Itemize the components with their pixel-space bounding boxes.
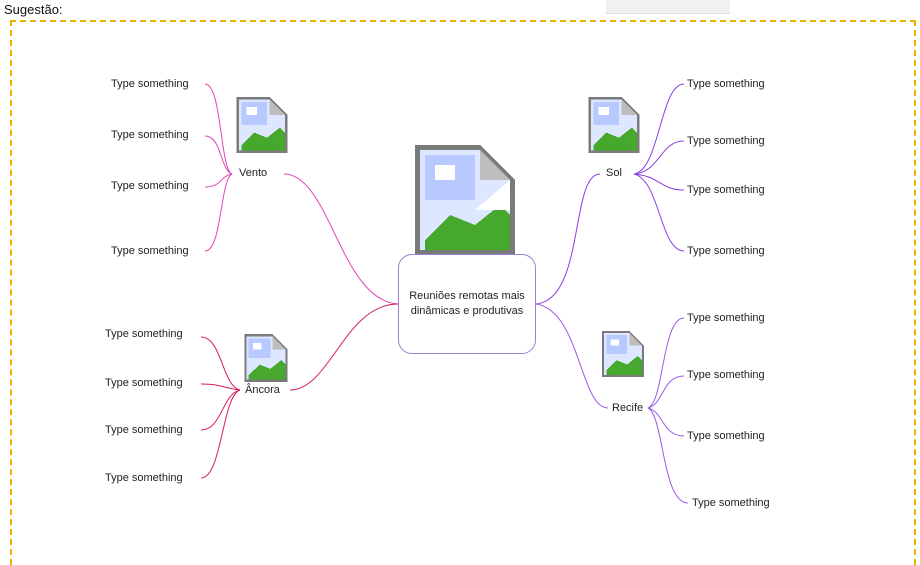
link-recife-leaf-3	[647, 407, 685, 437]
leaf-ancora-1[interactable]: Type something	[105, 328, 183, 340]
vento-image	[234, 94, 290, 156]
link-central-sol	[535, 173, 601, 305]
broken-image-icon	[602, 331, 644, 377]
section-title: Sugestão:	[4, 2, 63, 17]
link-sol-leaf-1	[633, 83, 685, 175]
branch-label-ancora[interactable]: Âncora	[245, 384, 280, 396]
link-ancora-leaf-3	[200, 389, 241, 431]
sol-image	[586, 94, 642, 156]
central-topic-node[interactable]: Reuniões remotas mais dinâmicas e produt…	[398, 254, 536, 354]
central-image	[410, 140, 520, 260]
leaf-vento-2[interactable]: Type something	[111, 129, 189, 141]
leaf-recife-2[interactable]: Type something	[687, 369, 765, 381]
link-ancora-leaf-4	[200, 389, 241, 479]
branch-label-recife[interactable]: Recife	[612, 402, 644, 414]
link-recife-leaf-2	[647, 375, 685, 409]
top-toolbar-strip	[606, 0, 730, 14]
broken-image-icon	[244, 334, 288, 382]
suggestion-frame	[10, 20, 916, 565]
branch-label-sol[interactable]: Sol	[606, 167, 622, 179]
link-vento-leaf-2	[204, 135, 233, 175]
leaf-sol-1[interactable]: Type something	[687, 78, 765, 90]
leaf-sol-2[interactable]: Type something	[687, 135, 765, 147]
leaf-vento-1[interactable]: Type something	[111, 78, 189, 90]
link-central-recife	[535, 303, 609, 409]
leaf-recife-3[interactable]: Type something	[687, 430, 765, 442]
link-sol-leaf-2	[633, 140, 685, 175]
link-central-vento	[283, 173, 399, 305]
leaf-ancora-3[interactable]: Type something	[105, 424, 183, 436]
central-topic-text: Reuniões remotas mais dinâmicas e produt…	[409, 290, 525, 317]
ancora-image	[242, 332, 290, 384]
leaf-recife-1[interactable]: Type something	[687, 312, 765, 324]
leaf-ancora-2[interactable]: Type something	[105, 377, 183, 389]
link-sol-leaf-4	[633, 173, 685, 252]
leaf-sol-3[interactable]: Type something	[687, 184, 765, 196]
broken-image-icon	[415, 145, 515, 255]
link-vento-leaf-4	[204, 173, 233, 252]
leaf-vento-3[interactable]: Type something	[111, 180, 189, 192]
branch-label-vento[interactable]: Vento	[239, 167, 268, 179]
link-sol-leaf-3	[633, 173, 685, 191]
broken-image-icon	[236, 97, 288, 153]
link-ancora-leaf-2	[200, 383, 241, 391]
link-vento-leaf-1	[204, 83, 233, 175]
link-central-ancora	[289, 303, 399, 391]
link-vento-leaf-3	[204, 173, 233, 188]
leaf-recife-4[interactable]: Type something	[692, 497, 770, 509]
recife-image	[600, 328, 646, 380]
broken-image-icon	[588, 97, 640, 153]
link-recife-leaf-4	[647, 407, 689, 504]
leaf-ancora-4[interactable]: Type something	[105, 472, 183, 484]
link-ancora-leaf-1	[200, 336, 241, 391]
leaf-sol-4[interactable]: Type something	[687, 245, 765, 257]
link-recife-leaf-1	[647, 317, 685, 409]
leaf-vento-4[interactable]: Type something	[111, 245, 189, 257]
